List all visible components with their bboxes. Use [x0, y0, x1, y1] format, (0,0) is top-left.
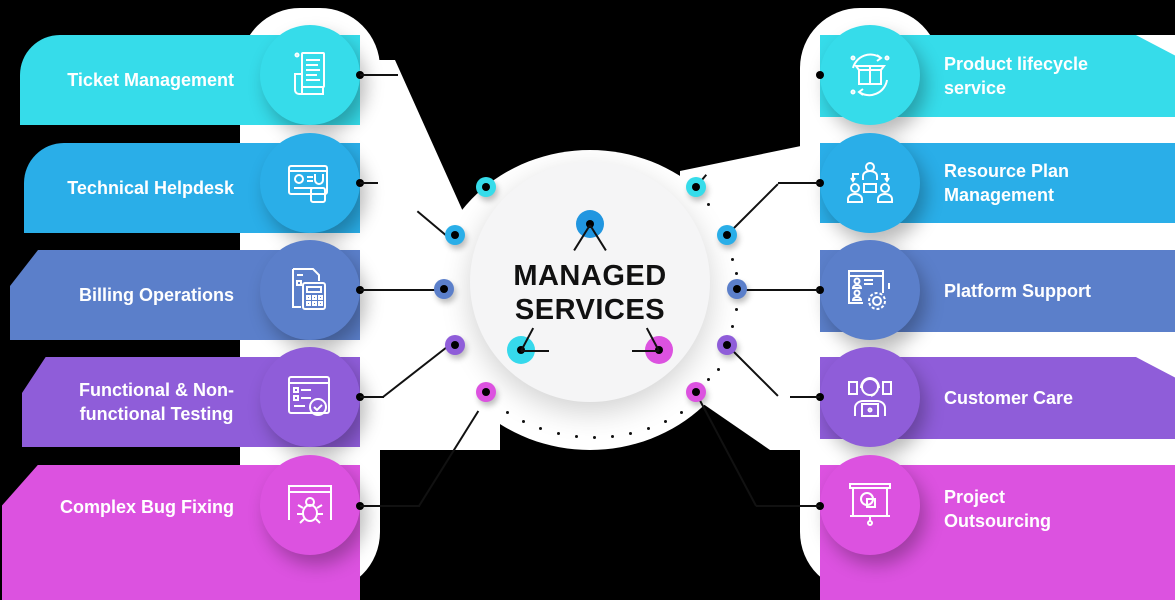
orbit-node-slate-left — [434, 279, 454, 299]
connector-line — [360, 505, 420, 507]
orbit-node-cyan-left — [476, 177, 496, 197]
circle-platform-support[interactable] — [820, 240, 920, 340]
circle-functional-testing[interactable] — [260, 347, 360, 447]
orbit-node-violet-left — [445, 335, 465, 355]
band-label-line1: Resource Plan — [944, 161, 1070, 181]
band-label: Billing Operations — [78, 285, 234, 305]
orbit-node-magenta-left — [476, 382, 496, 402]
orbit-dot — [647, 427, 650, 430]
presentation-board-icon — [849, 483, 891, 526]
circle-technical-helpdesk[interactable] — [260, 133, 360, 233]
orbit-dot — [731, 258, 734, 261]
connector-line — [360, 74, 398, 76]
document-list-icon — [294, 52, 325, 95]
band-label-line2: Management — [944, 185, 1055, 205]
hub-title-line2: SERVICES — [514, 294, 666, 326]
circle-customer-care[interactable] — [820, 347, 920, 447]
box-cycle-icon — [850, 53, 890, 97]
orbit-dot — [506, 411, 509, 414]
connector-line — [360, 396, 384, 398]
orbit-node-blue-right — [717, 225, 737, 245]
gear-wrench-screen-icon — [288, 165, 328, 203]
band-label: Technical Helpdesk — [67, 178, 234, 198]
orbit-node-magenta-right — [686, 382, 706, 402]
circle-project-outsourcing[interactable] — [820, 455, 920, 555]
team-hierarchy-icon — [847, 162, 893, 203]
orbit-dot — [731, 325, 734, 328]
connector-line — [360, 182, 378, 184]
circle-product-lifecycle[interactable] — [820, 25, 920, 125]
orbit-node-blue-left — [445, 225, 465, 245]
band-label: Platform Support — [944, 281, 1091, 301]
band-label-line1: Product lifecycle — [944, 54, 1089, 74]
browser-users-gear-icon — [848, 270, 890, 310]
orbit-dot — [593, 436, 596, 439]
band-label-line1: Project — [944, 487, 1006, 507]
connector-dot — [816, 393, 824, 401]
band-label-line2: functional Testing — [79, 404, 234, 424]
circle-resource-plan[interactable] — [820, 133, 920, 233]
orbit-dot — [735, 308, 738, 311]
orbit-dot — [557, 432, 560, 435]
orbit-dot — [575, 435, 578, 438]
circle-billing-operations[interactable] — [260, 240, 360, 340]
orbit-node-slate-right — [727, 279, 747, 299]
orbit-dot — [707, 203, 710, 206]
hub-line — [521, 350, 549, 352]
hub-line — [632, 350, 659, 352]
band-label: Complex Bug Fixing — [59, 497, 234, 517]
browser-bug-icon — [288, 485, 332, 524]
orbit-node-cyan-right — [686, 177, 706, 197]
hub-title-line1: MANAGED — [513, 260, 667, 292]
band-label-line2: Outsourcing — [944, 511, 1051, 531]
orbit-dot — [680, 411, 683, 414]
connector-line — [360, 289, 442, 291]
orbit-dot — [707, 378, 710, 381]
connector-dot — [816, 502, 824, 510]
connector-dot — [816, 71, 824, 79]
connector-line — [737, 289, 819, 291]
connector-line — [790, 396, 820, 398]
orbit-dot — [522, 420, 525, 423]
headset-agent-icon — [848, 377, 892, 417]
band-label: Customer Care — [944, 388, 1074, 408]
orbit-dot — [717, 368, 720, 371]
orbit-dot — [539, 427, 542, 430]
calculator-invoice-icon — [292, 268, 326, 310]
band-label: Ticket Management — [67, 70, 234, 90]
connector-dot — [816, 179, 824, 187]
band-label-line2: service — [944, 78, 1007, 98]
band-label-line1: Functional & Non- — [79, 380, 234, 400]
browser-check-icon — [288, 376, 330, 416]
connector-dot — [816, 286, 824, 294]
hub-node-top — [576, 210, 604, 238]
circle-complex-bug-fixing[interactable] — [260, 455, 360, 555]
orbit-dot — [611, 435, 614, 438]
orbit-dot — [629, 432, 632, 435]
orbit-dot — [664, 420, 667, 423]
connector-line — [756, 505, 820, 507]
orbit-node-violet-right — [717, 335, 737, 355]
managed-services-hub[interactable] — [470, 162, 710, 402]
orbit-dot — [735, 272, 738, 275]
connector-line — [778, 182, 820, 184]
circle-ticket-management[interactable] — [260, 25, 360, 125]
